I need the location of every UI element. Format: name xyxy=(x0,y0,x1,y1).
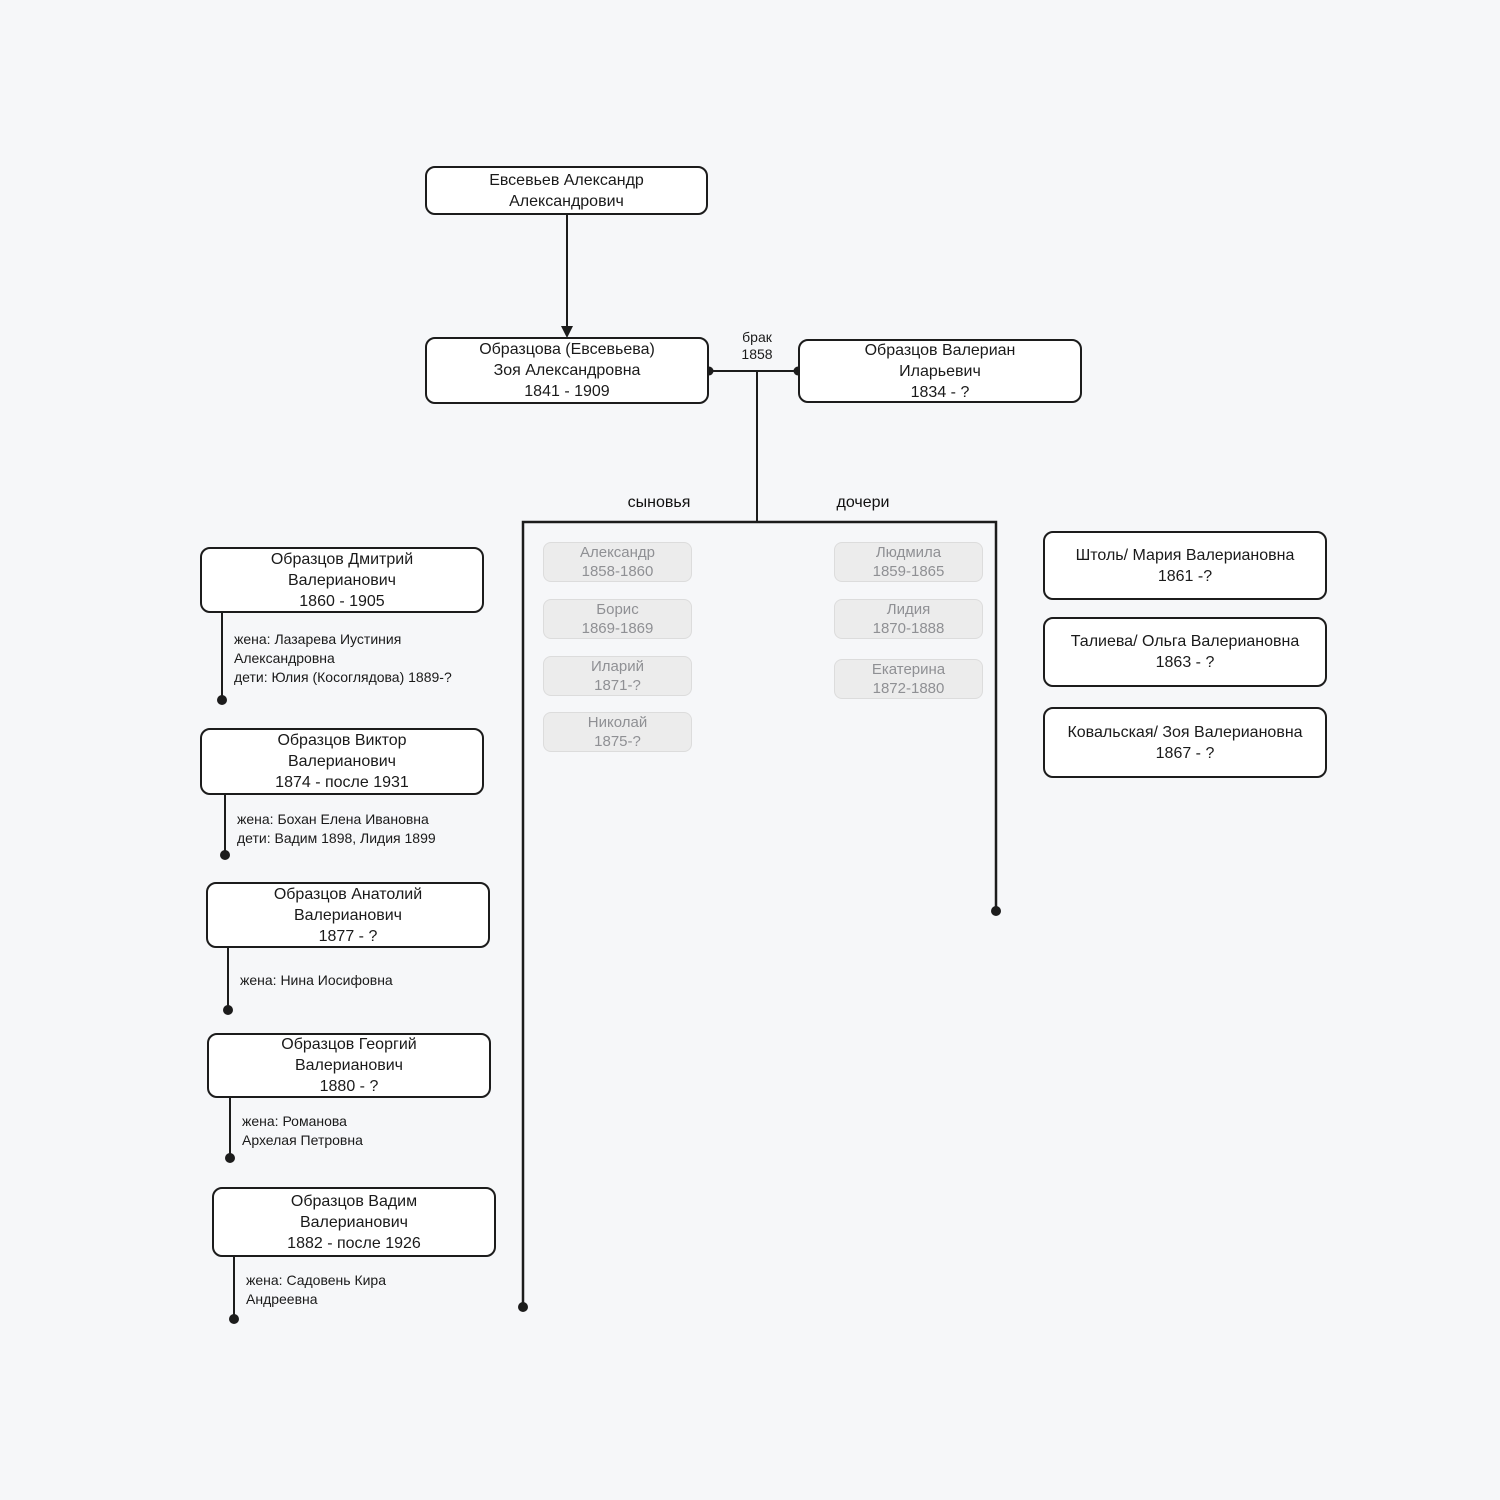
son-4-dot xyxy=(225,1153,235,1163)
son-early-node-boris: Борис 1869-1869 xyxy=(543,599,692,639)
son-note-vadim: жена: Садовень Кира Андреевна xyxy=(246,1272,386,1307)
son-early-node-ilariy: Иларий 1871-? xyxy=(543,656,692,696)
son-early-node-nikolay: Николай 1875-? xyxy=(543,712,692,752)
son-note-anatoliy: жена: Нина Иосифовна xyxy=(240,972,393,988)
son-note-viktor: жена: Бохан Елена Ивановна дети: Вадим 1… xyxy=(237,811,436,846)
son-node-dmitriy: Образцов Дмитрий Валерианович 1860 - 190… xyxy=(200,547,484,613)
person-node-grandfather: Евсевьев Александр Александрович xyxy=(425,166,708,215)
marriage-label: брак 1858 xyxy=(741,329,773,362)
son-early-node-aleksandr: Александр 1858-1860 xyxy=(543,542,692,582)
arrow-head xyxy=(561,326,573,338)
daughters-group-label: дочери xyxy=(836,494,890,511)
son-2-dot xyxy=(220,850,230,860)
son-note-georgiy: жена: Романова Архелая Петровна xyxy=(242,1113,363,1148)
daughter-node-shtol: Штоль/ Мария Валериановна 1861 -? xyxy=(1043,531,1327,600)
sons-terminal-dot xyxy=(518,1302,528,1312)
daughters-terminal-dot xyxy=(991,906,1001,916)
son-3-dot xyxy=(223,1005,233,1015)
person-node-father: Образцов Валериан Иларьевич 1834 - ? xyxy=(798,339,1082,403)
son-node-viktor: Образцов Виктор Валерианович 1874 - посл… xyxy=(200,728,484,795)
person-node-mother: Образцова (Евсевьева) Зоя Александровна … xyxy=(425,337,709,404)
daughter-early-node-ekaterina: Екатерина 1872-1880 xyxy=(834,659,983,699)
son-note-dmitriy: жена: Лазарева Иустиния Александровна де… xyxy=(234,631,452,685)
daughter-early-node-lidiya: Лидия 1870-1888 xyxy=(834,599,983,639)
sons-group-label: сыновья xyxy=(627,494,691,511)
daughter-node-talieva: Талиева/ Ольга Валериановна 1863 - ? xyxy=(1043,617,1327,687)
son-5-dot xyxy=(229,1314,239,1324)
son-node-anatoliy: Образцов Анатолий Валерианович 1877 - ? xyxy=(206,882,490,948)
children-bracket xyxy=(521,520,998,1307)
son-1-dot xyxy=(217,695,227,705)
daughter-early-node-lyudmila: Людмила 1859-1865 xyxy=(834,542,983,582)
daughter-node-kovalskaya: Ковальская/ Зоя Валериановна 1867 - ? xyxy=(1043,707,1327,778)
son-node-georgiy: Образцов Георгий Валерианович 1880 - ? xyxy=(207,1033,491,1098)
son-node-vadim: Образцов Вадим Валерианович 1882 - после… xyxy=(212,1187,496,1257)
